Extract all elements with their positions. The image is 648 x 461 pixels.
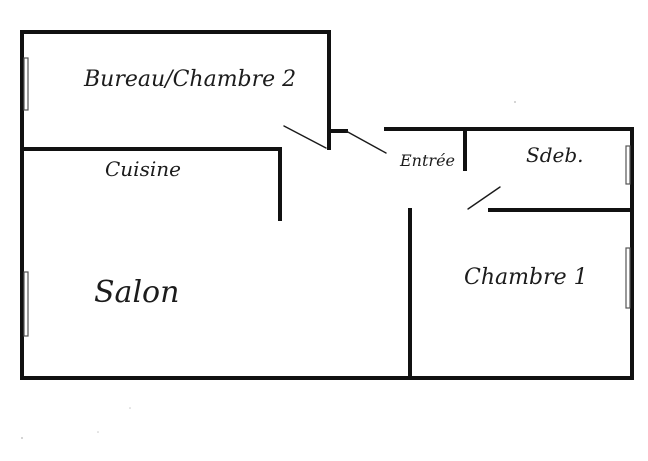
- door-bureau: [283, 125, 327, 149]
- label-cuisine: Cuisine: [105, 157, 181, 181]
- door-entree: [345, 130, 387, 154]
- label-sdb: Sdeb.: [526, 143, 584, 167]
- outer-walls: [20, 30, 634, 380]
- window-sdb: [625, 145, 631, 185]
- speck: [514, 101, 516, 103]
- window-salon: [23, 271, 29, 337]
- label-chambre-1: Chambre 1: [464, 265, 588, 290]
- interior-walls: [20, 127, 634, 380]
- label-salon: Salon: [94, 275, 179, 310]
- door-sdb: [467, 186, 501, 210]
- paper-specks: [21, 101, 516, 439]
- room-labels: Bureau/Chambre 2 Cuisine Entrée Sdeb. Sa…: [83, 67, 588, 310]
- label-bureau-chambre-2: Bureau/Chambre 2: [83, 67, 296, 92]
- speck: [21, 437, 23, 439]
- speck: [97, 431, 99, 433]
- speck: [129, 407, 131, 409]
- window-bureau: [23, 57, 29, 111]
- label-entree: Entrée: [399, 151, 455, 170]
- window-chambre: [625, 247, 631, 309]
- windows: [23, 57, 631, 337]
- door-swings: [283, 125, 501, 210]
